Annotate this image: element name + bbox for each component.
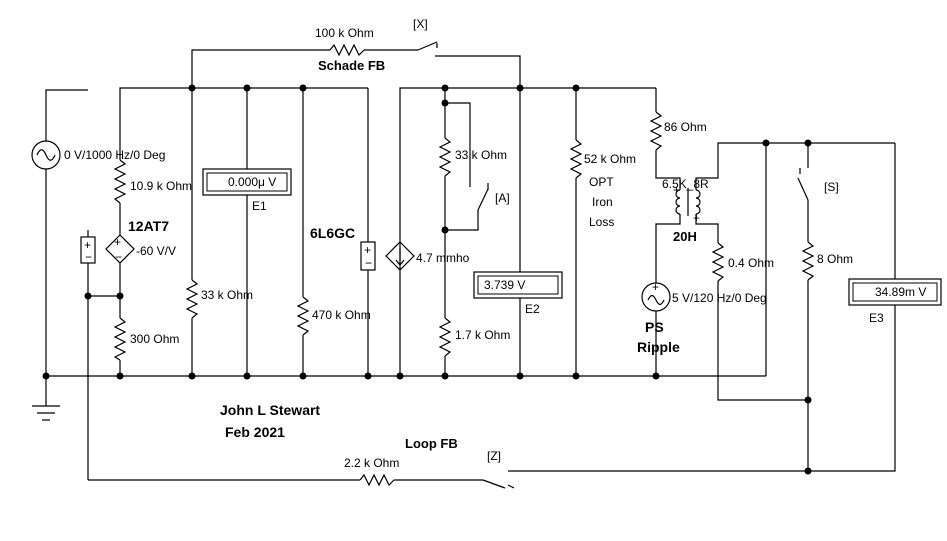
- label-r-300: 300 Ohm: [130, 332, 179, 346]
- label-meter-e1: E1: [252, 199, 267, 213]
- output-transformer: + + +: [641, 88, 895, 401]
- meter-e1-reading: 0.000μ V: [228, 175, 276, 189]
- svg-text:+: +: [652, 280, 659, 294]
- label-r-52k: 52 k Ohm: [584, 152, 636, 166]
- meter-e1: 0.000μ V: [202, 168, 292, 196]
- svg-text:+: +: [114, 235, 121, 249]
- label-switch-s: [S]: [824, 180, 839, 194]
- label-gm: 4.7 mmho: [416, 251, 470, 265]
- label-r-33k-grid: 33 k Ohm: [201, 288, 253, 302]
- schade-feedback: [191, 41, 521, 88]
- label-r-33k-fb: 33 k Ohm: [455, 148, 507, 162]
- input-source-branch: [31, 89, 88, 421]
- label-inductance: 20H: [673, 229, 697, 244]
- label-tube2: 6L6GC: [310, 225, 355, 241]
- label-r-8: 8 Ohm: [817, 252, 853, 266]
- label-date: Feb 2021: [225, 424, 285, 440]
- ps-ripple-source-icon: +: [641, 280, 671, 312]
- svg-text:+: +: [84, 238, 91, 252]
- label-loop-res: 2.2 k Ohm: [344, 456, 399, 470]
- switch-a-icon: [477, 188, 489, 211]
- label-source2: 5 V/120 Hz/0 Deg: [672, 291, 767, 305]
- resistor-10-9k-icon: [113, 159, 127, 204]
- label-switch-a: [A]: [495, 191, 510, 205]
- label-meter-e2: E2: [525, 302, 540, 316]
- labels: 100 k Ohm [X] Schade FB 0 V/1000 Hz/0 De…: [64, 17, 884, 470]
- current-source-diamond-icon: [385, 241, 415, 271]
- switch-s-icon: [797, 177, 809, 201]
- label-r-10-9k: 10.9 k Ohm: [130, 179, 192, 193]
- label-switch-z: [Z]: [487, 449, 501, 463]
- label-iron: Iron: [592, 195, 613, 209]
- resistor-470k-icon: [296, 296, 310, 336]
- resistor-1-7k-icon: [438, 317, 452, 357]
- junction-dots: [42, 84, 812, 475]
- resistor-8-icon: [801, 241, 815, 281]
- label-tube1: 12AT7: [128, 218, 169, 234]
- resistor-86-icon: [649, 111, 663, 151]
- label-r-1-7k: 1.7 k Ohm: [455, 328, 510, 342]
- meter-e2: 3.739 V: [473, 271, 563, 299]
- label-loss: Loss: [589, 215, 614, 229]
- label-ps: PS: [645, 319, 664, 335]
- meter-e2-reading: 3.739 V: [484, 278, 525, 292]
- transformer-coil-icon: [675, 189, 681, 215]
- svg-text:−: −: [85, 250, 92, 264]
- label-ripple: Ripple: [637, 339, 680, 355]
- label-switch-x: [X]: [413, 17, 428, 31]
- svg-text:−: −: [365, 256, 372, 270]
- label-schade-fb: Schade FB: [318, 58, 385, 73]
- loop-feedback: [88, 473, 515, 489]
- meter-e3: 34.89m V: [848, 278, 942, 306]
- grid-circuit: + −: [185, 87, 376, 376]
- resistor-52k-icon: [569, 139, 583, 179]
- switch-x-icon: [417, 41, 438, 51]
- resistor-2-2k-icon: [359, 473, 395, 487]
- label-source1: 0 V/1000 Hz/0 Deg: [64, 148, 165, 162]
- resistor-33k-fb-icon: [438, 137, 452, 177]
- resistor-33k-grid-icon: [185, 279, 199, 319]
- label-r-470k: 470 k Ohm: [312, 308, 371, 322]
- label-author: John L Stewart: [220, 402, 320, 418]
- meter-e3-reading: 34.89m V: [875, 285, 926, 299]
- ac-source-icon: [31, 140, 61, 170]
- label-r-0-4: 0.4 Ohm: [728, 256, 774, 270]
- svg-text:+: +: [364, 243, 371, 257]
- label-gain1: -60 V/V: [136, 244, 176, 258]
- svg-text:−: −: [115, 250, 122, 264]
- label-opt: OPT: [589, 175, 614, 189]
- ground-symbol: [32, 405, 60, 421]
- tube1-stage: + − + −: [80, 87, 192, 480]
- label-schade-res: 100 k Ohm: [315, 26, 374, 40]
- label-r-86: 86 Ohm: [664, 120, 707, 134]
- label-loop-fb: Loop FB: [405, 436, 458, 451]
- resistor-300-icon: [113, 317, 127, 361]
- svg-text:+: +: [673, 183, 680, 197]
- switch-z-icon: [482, 479, 506, 489]
- resistor-0-4-icon: [711, 242, 725, 282]
- speaker-load: [508, 143, 896, 472]
- resistor-100k-icon: [329, 43, 365, 57]
- label-xfmr: 6.5K_8R: [662, 177, 709, 191]
- tube2-stage: [385, 87, 656, 376]
- label-meter-e3: E3: [869, 311, 884, 325]
